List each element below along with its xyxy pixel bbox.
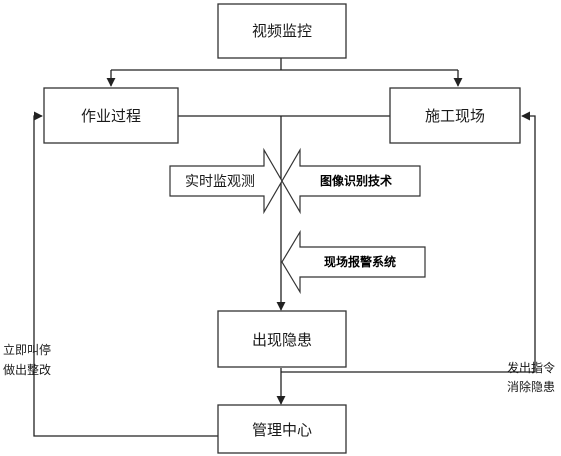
node-video-monitor-label: 视频监控	[252, 22, 312, 40]
connector-right-feedback	[281, 111, 536, 373]
arrow-realtime-monitoring: 实时监观测	[169, 147, 283, 215]
arrow-realtime-monitoring-label: 实时监观测	[185, 174, 255, 190]
arrow-image-recognition: 图像识别技术	[281, 147, 421, 215]
connector-left-feedback	[33, 111, 218, 437]
node-work-process-label: 作业过程	[81, 107, 141, 125]
connectors	[33, 58, 536, 437]
arrow-site-alarm-label: 现场报警系统	[324, 254, 396, 269]
arrow-image-recognition-label: 图像识别技术	[320, 173, 392, 188]
left-label-line2: 做出整改	[3, 362, 51, 377]
node-management-center: 管理中心	[217, 404, 347, 454]
right-label-line2: 消除隐患	[507, 379, 555, 394]
node-hazard-label: 出现隐患	[252, 331, 312, 349]
left-feedback-label: 立即叫停 做出整改	[3, 342, 51, 377]
node-hazard: 出现隐患	[217, 310, 347, 368]
node-work-process: 作业过程	[43, 87, 179, 144]
node-construction-site-label: 施工现场	[425, 107, 485, 125]
node-management-center-label: 管理中心	[252, 421, 312, 439]
node-video-monitor: 视频监控	[217, 3, 347, 59]
right-feedback-label: 发出指令 消除隐患	[507, 360, 555, 394]
right-label-line1: 发出指令	[507, 360, 555, 375]
left-label-line1: 立即叫停	[3, 342, 51, 357]
node-construction-site: 施工现场	[389, 87, 521, 144]
arrow-site-alarm: 现场报警系统	[281, 229, 426, 295]
